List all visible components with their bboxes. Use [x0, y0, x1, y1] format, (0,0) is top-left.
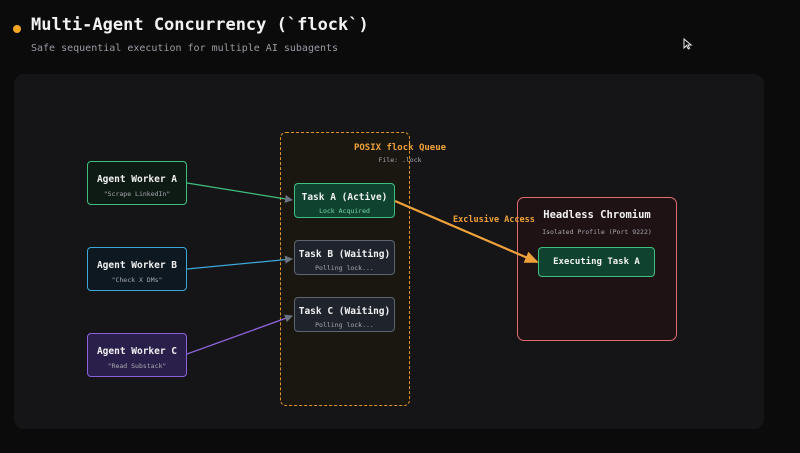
task-c-title: Task C (Waiting) [298, 306, 391, 317]
task-b-status: Polling lock... [315, 264, 374, 272]
executing-task-node: Executing Task A [538, 247, 655, 277]
agent-worker-c: Agent Worker C "Read Substack" [87, 333, 187, 377]
agent-worker-a: Agent Worker A "Scrape LinkedIn" [87, 161, 187, 205]
agent-worker-b: Agent Worker B "Check X DMs" [87, 247, 187, 291]
status-dot [13, 25, 21, 33]
task-b-title: Task B (Waiting) [298, 249, 391, 260]
agent-c-title: Agent Worker C [96, 346, 178, 357]
task-c-node: Task C (Waiting) Polling lock... [294, 297, 395, 332]
task-b-node: Task B (Waiting) Polling lock... [294, 240, 395, 275]
task-c-status: Polling lock... [315, 321, 374, 329]
agent-b-title: Agent Worker B [96, 260, 178, 271]
agent-b-task: "Check X DMs" [111, 276, 163, 284]
queue-title: POSIX flock Queue [353, 143, 447, 153]
executing-task-label: Executing Task A [553, 257, 640, 267]
task-a-node: Task A (Active) Lock Acquired [294, 183, 395, 218]
edge-agent-a-to-task-a [186, 182, 293, 203]
exclusive-access-label: Exclusive Access [453, 215, 535, 225]
header: Multi-Agent Concurrency (`flock`) Safe s… [0, 0, 800, 70]
queue-file: File: .lock [378, 156, 422, 164]
task-a-status: Lock Acquired [319, 207, 370, 215]
edge-task-a-to-chromium [394, 199, 539, 264]
task-a-title: Task A (Active) [301, 192, 388, 203]
chromium-title: Headless Chromium [543, 209, 651, 221]
mouse-cursor-icon [683, 38, 693, 50]
agent-c-task: "Read Substack" [107, 362, 167, 370]
edge-agent-b-to-task-b [186, 255, 293, 270]
chromium-subtitle: Isolated Profile (Port 9222) [542, 228, 652, 236]
agent-a-task: "Scrape LinkedIn" [103, 190, 171, 198]
agent-a-title: Agent Worker A [96, 174, 178, 185]
page-subtitle: Safe sequential execution for multiple A… [31, 43, 339, 54]
page-title: Multi-Agent Concurrency (`flock`) [31, 15, 369, 35]
edge-agent-c-to-task-c [186, 314, 293, 355]
